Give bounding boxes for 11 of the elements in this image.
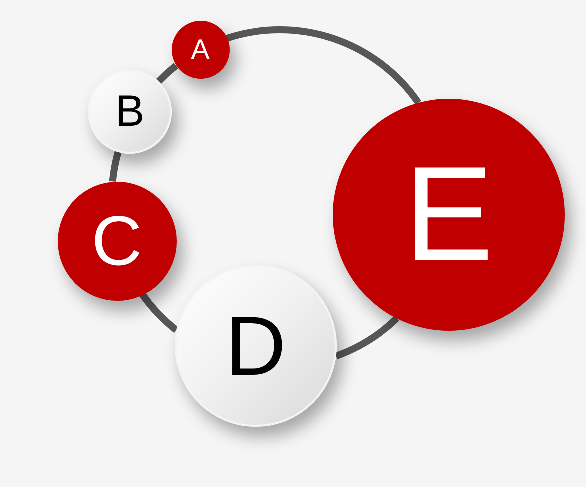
ring-arc-connector bbox=[226, 26, 422, 106]
ring-arc-connector bbox=[156, 63, 178, 84]
ring-arc-connector bbox=[140, 292, 179, 334]
node-label: E bbox=[404, 148, 494, 282]
circle-node bbox=[172, 21, 230, 79]
ring-arc-connector bbox=[335, 316, 400, 360]
node-label: B bbox=[115, 90, 145, 134]
node-label: A bbox=[191, 36, 210, 64]
node-label: C bbox=[92, 206, 142, 276]
node-label: D bbox=[226, 304, 286, 388]
ring-arc-connector bbox=[109, 151, 122, 182]
